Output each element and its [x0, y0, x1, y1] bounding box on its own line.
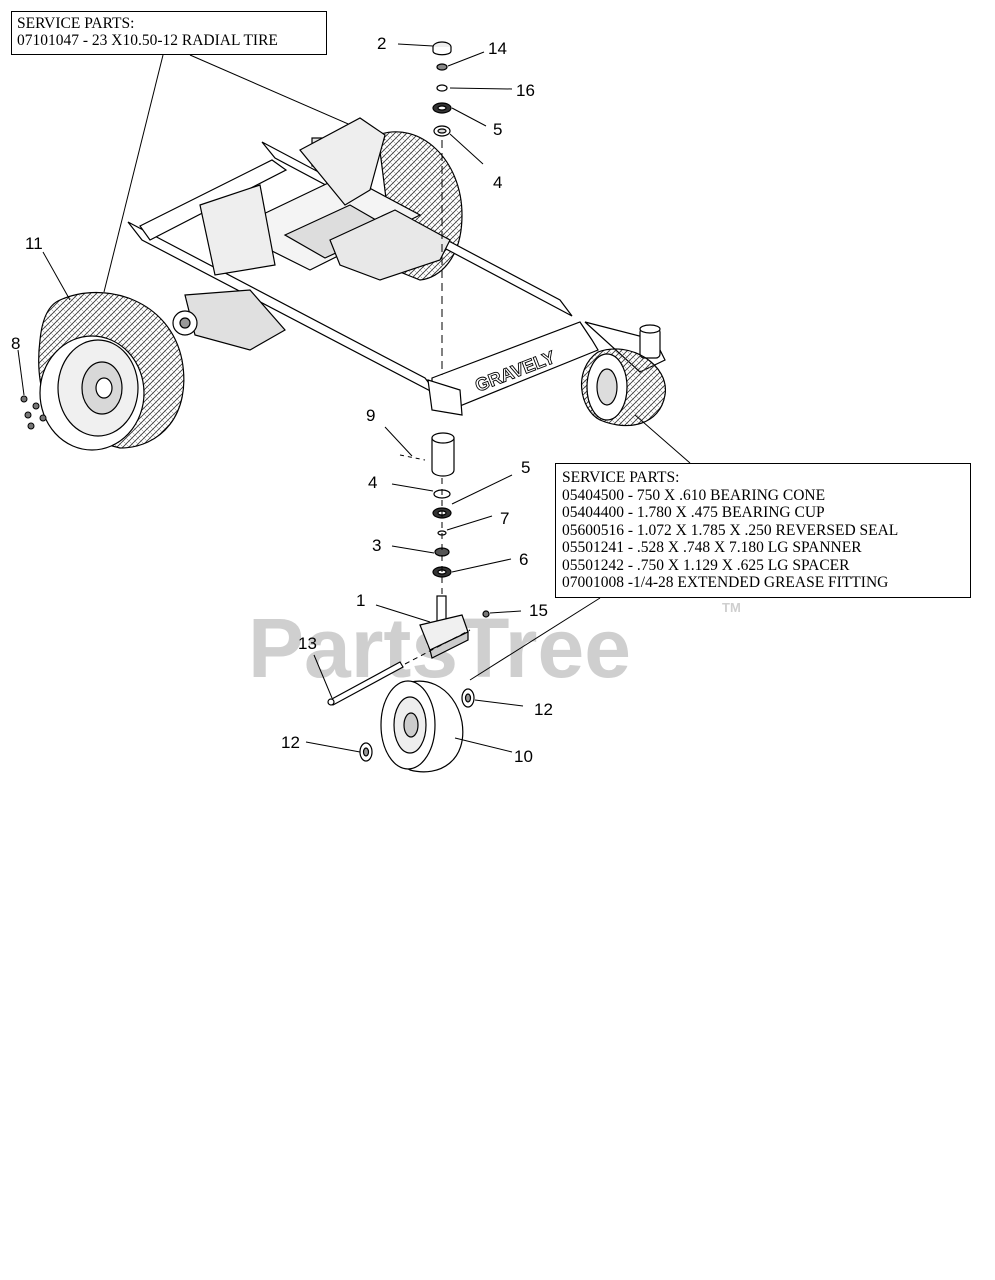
- callout-3: 3: [372, 536, 382, 555]
- service-part-line: 07101047 - 23 X10.50-12 RADIAL TIRE: [17, 32, 278, 49]
- callout-5b: 5: [521, 458, 531, 477]
- service-part-line: 05404400 - 1.780 X .475 BEARING CUP: [562, 504, 825, 521]
- callout-8: 8: [11, 334, 21, 353]
- callout-1: 1: [356, 591, 366, 610]
- service-parts-heading: SERVICE PARTS:: [562, 469, 680, 486]
- watermark-tm: TM: [722, 600, 741, 615]
- axle-bolt: [327, 661, 404, 706]
- callout-5: 5: [493, 120, 503, 139]
- callout-6: 6: [519, 550, 529, 569]
- service-box-leader-right: [469, 597, 601, 681]
- callout-13: 13: [298, 634, 317, 653]
- callout-leaders: [17, 43, 524, 753]
- service-parts-heading: SERVICE PARTS:: [17, 15, 135, 32]
- callout-12a: 12: [534, 700, 553, 719]
- mower-frame: GRAVELY: [127, 117, 666, 427]
- callout-4: 4: [493, 173, 503, 192]
- callout-9: 9: [366, 406, 376, 425]
- callout-16: 16: [516, 81, 535, 100]
- service-part-line: 05404500 - 750 X .610 BEARING CONE: [562, 486, 826, 504]
- service-part-line: 07001008 -1/4-28 EXTENDED GREASE FITTING: [562, 574, 889, 591]
- rear-tire: [38, 292, 185, 451]
- service-parts-box-tire: SERVICE PARTS: 07101047 - 23 X10.50-12 R…: [11, 11, 327, 55]
- caster-wheel: [359, 680, 475, 773]
- callout-2: 2: [377, 34, 387, 53]
- callout-12b: 12: [281, 733, 300, 752]
- callout-14: 14: [488, 39, 507, 58]
- service-part-line: 05600516 - 1.072 X 1.785 X .250 REVERSED…: [562, 521, 899, 539]
- service-parts-box-caster: SERVICE PARTS: 05404500 - 750 X .610 BEA…: [555, 463, 971, 598]
- service-part-line: 05501241 - .528 X .748 X 7.180 LG SPANNE…: [562, 539, 862, 556]
- callout-4b: 4: [368, 473, 378, 492]
- pivot-stack-bottom: [431, 432, 455, 578]
- lug-nuts: [20, 395, 47, 430]
- callout-7: 7: [500, 509, 510, 528]
- watermark: PartsTree TM: [248, 600, 741, 695]
- callout-15: 15: [529, 601, 548, 620]
- callout-10: 10: [514, 747, 533, 766]
- caster-fork: [419, 595, 490, 659]
- callout-11: 11: [25, 234, 43, 253]
- pivot-stack-top: [432, 41, 452, 137]
- service-part-line: 05501242 - .750 X 1.129 X .625 LG SPACER: [562, 556, 850, 574]
